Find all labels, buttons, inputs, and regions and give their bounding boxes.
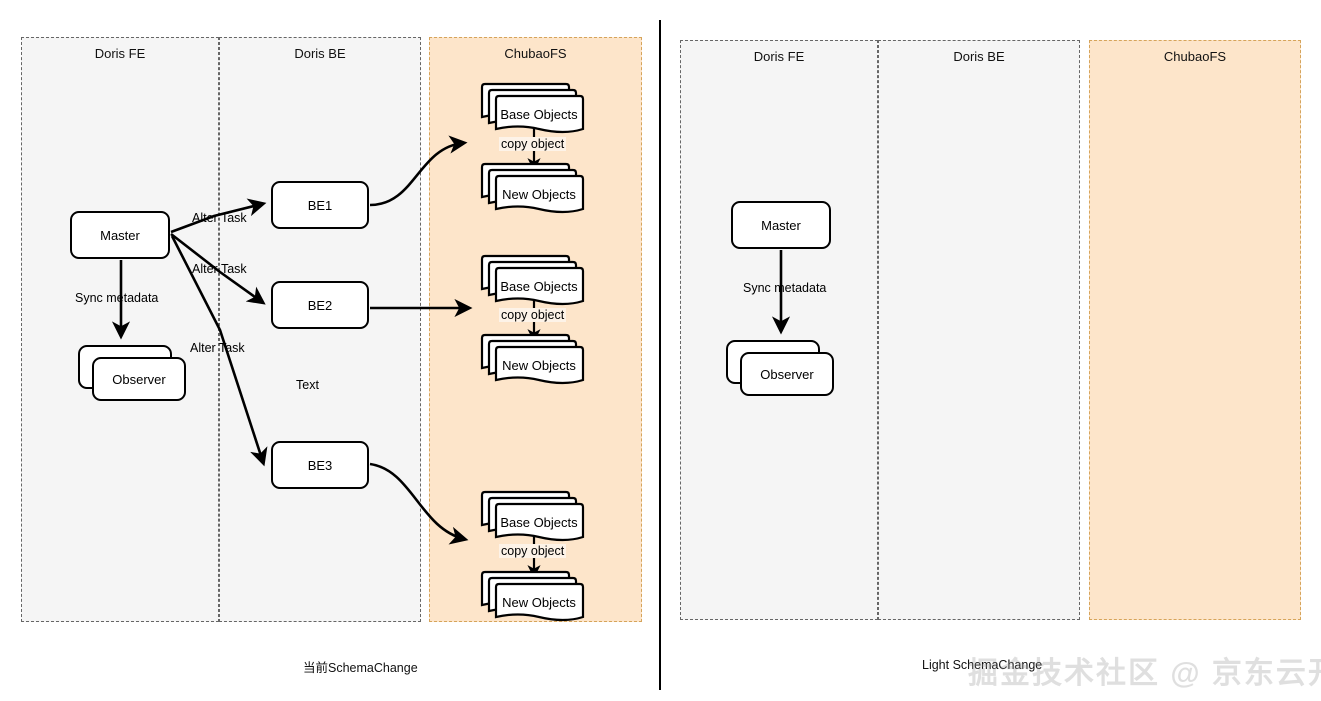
document-stack-icon (480, 254, 585, 306)
edge-label-sync-metadata: Sync metadata (75, 291, 159, 305)
left-panel-caption: 当前SchemaChange (303, 661, 418, 675)
node-be3[interactable]: BE3 (271, 441, 369, 489)
node-observer-right-label: Observer (760, 366, 814, 382)
node-be2[interactable]: BE2 (271, 281, 369, 329)
node-base-objects-3[interactable]: Base Objects (480, 490, 585, 542)
document-stack-icon (480, 333, 585, 385)
document-stack-icon (480, 570, 585, 622)
node-new-objects-2[interactable]: New Objects (480, 333, 585, 385)
edge-label-sync-metadata-right: Sync metadata (743, 281, 827, 295)
left-lane-doris-be: Doris BE (219, 37, 421, 622)
node-observer-label: Observer (112, 371, 166, 387)
right-lane-chubaofs-title: ChubaoFS (1163, 49, 1227, 64)
right-lane-doris-fe-title: Doris FE (753, 49, 805, 64)
left-lane-doris-fe: Doris FE (21, 37, 219, 622)
node-be1-label: BE1 (307, 197, 333, 213)
node-base-objects-2[interactable]: Base Objects (480, 254, 585, 306)
node-observer-right[interactable]: Observer (726, 340, 834, 396)
right-lane-chubaofs: ChubaoFS (1089, 40, 1301, 620)
edge-label-copy-object-2: copy object (499, 308, 567, 322)
node-observer[interactable]: Observer (78, 345, 186, 401)
left-lane-doris-fe-title: Doris FE (94, 46, 146, 61)
node-master-label: Master (100, 227, 140, 243)
node-be2-label: BE2 (307, 297, 333, 313)
node-master-right-label: Master (761, 217, 801, 233)
panel-divider (659, 20, 661, 690)
node-observer-right-front-layer: Observer (740, 352, 834, 396)
node-be3-label: BE3 (307, 457, 333, 473)
node-new-objects-3[interactable]: New Objects (480, 570, 585, 622)
edge-label-copy-object-1: copy object (499, 137, 567, 151)
node-master[interactable]: Master (70, 211, 170, 259)
right-panel-caption: Light SchemaChange (922, 658, 1043, 672)
document-stack-icon (480, 162, 585, 214)
left-lane-chubaofs-title: ChubaoFS (504, 46, 567, 61)
node-be1[interactable]: BE1 (271, 181, 369, 229)
document-stack-icon (480, 82, 585, 134)
edge-label-alter-task-1: Alter Task (192, 211, 247, 225)
left-lane-doris-be-title: Doris BE (294, 46, 346, 61)
edge-label-copy-object-3: copy object (499, 544, 567, 558)
edge-label-alter-task-3: Alter Task (190, 341, 245, 355)
right-lane-doris-fe: Doris FE (680, 40, 878, 620)
right-lane-doris-be: Doris BE (878, 40, 1080, 620)
document-stack-icon (480, 490, 585, 542)
node-master-right[interactable]: Master (731, 201, 831, 249)
free-text-label: Text (296, 378, 319, 392)
right-lane-doris-be-title: Doris BE (953, 49, 1005, 64)
node-observer-front-layer: Observer (92, 357, 186, 401)
edge-label-alter-task-2: Alter Task (192, 262, 247, 276)
node-base-objects-1[interactable]: Base Objects (480, 82, 585, 134)
node-new-objects-1[interactable]: New Objects (480, 162, 585, 214)
